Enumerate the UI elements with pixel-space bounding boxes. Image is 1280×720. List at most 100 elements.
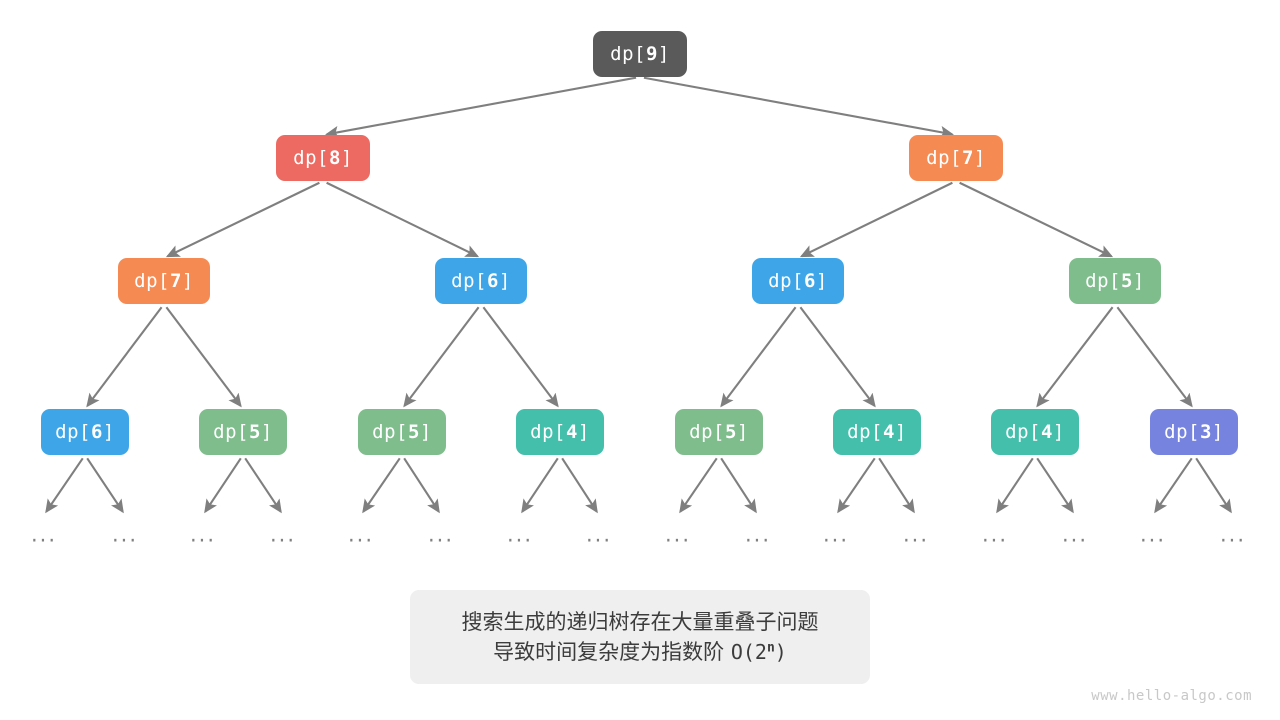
tree-edge — [799, 306, 876, 408]
node-label-index: 6 — [803, 270, 816, 292]
tree-edge — [1154, 457, 1193, 514]
ellipsis-marker: ... — [427, 522, 455, 547]
tree-node-dp4: dp[4] — [833, 409, 921, 455]
ellipsis-marker: ... — [269, 522, 297, 547]
tree-edge — [561, 457, 598, 514]
node-label-prefix: dp[ — [55, 421, 91, 443]
tree-edge — [799, 181, 953, 258]
node-label-suffix: ] — [498, 270, 511, 292]
node-label-prefix: dp[ — [451, 270, 487, 292]
node-label-suffix: ] — [1132, 270, 1145, 292]
ellipsis-marker: ... — [664, 522, 692, 547]
node-label-prefix: dp[ — [847, 421, 883, 443]
caption-line-1: 搜索生成的递归树存在大量重叠子问题 — [461, 609, 819, 634]
node-label-index: 7 — [169, 270, 182, 292]
tree-edges — [45, 76, 1232, 514]
node-label-suffix: ] — [1052, 421, 1065, 443]
node-label-index: 8 — [328, 147, 341, 169]
tree-edge — [325, 76, 637, 139]
ellipsis-marker: ... — [744, 522, 772, 547]
tree-edge — [959, 181, 1114, 258]
node-label-index: 5 — [407, 421, 420, 443]
tree-edge — [1195, 457, 1232, 514]
caption-line-2: 导致时间复杂度为指数阶 O(2n) — [493, 637, 787, 667]
node-label-index: 4 — [882, 421, 895, 443]
tree-node-dp5: dp[5] — [675, 409, 763, 455]
tree-node-dp8: dp[8] — [276, 135, 370, 181]
node-label-index: 6 — [486, 270, 499, 292]
tree-edge — [204, 457, 242, 514]
node-label-prefix: dp[ — [768, 270, 804, 292]
node-label-suffix: ] — [102, 421, 115, 443]
tree-node-dp3: dp[3] — [1150, 409, 1238, 455]
node-label-prefix: dp[ — [213, 421, 249, 443]
node-label-index: 5 — [248, 421, 261, 443]
node-label-prefix: dp[ — [926, 147, 962, 169]
tree-edge — [837, 457, 876, 514]
complexity-notation: O(2n) — [731, 640, 787, 664]
node-label-index: 6 — [90, 421, 103, 443]
node-label-prefix: dp[ — [530, 421, 566, 443]
ellipsis-marker: ... — [30, 522, 58, 547]
ellipsis-marker: ... — [822, 522, 850, 547]
ellipsis-marker: ... — [1061, 522, 1089, 547]
complexity-close: ) — [774, 640, 787, 664]
tree-node-dp6: dp[6] — [435, 258, 527, 304]
node-label-suffix: ] — [260, 421, 273, 443]
node-label-index: 4 — [565, 421, 578, 443]
tree-edge — [521, 457, 559, 514]
tree-edge — [1036, 457, 1074, 514]
node-label-prefix: dp[ — [1164, 421, 1200, 443]
tree-edge — [326, 181, 480, 258]
tree-node-dp7: dp[7] — [909, 135, 1003, 181]
ellipsis-marker: ... — [902, 522, 930, 547]
node-label-suffix: ] — [736, 421, 749, 443]
node-label-prefix: dp[ — [1005, 421, 1041, 443]
tree-edge — [165, 306, 242, 408]
ellipsis-marker: ... — [585, 522, 613, 547]
tree-edge — [45, 457, 84, 514]
node-label-index: 5 — [724, 421, 737, 443]
node-label-prefix: dp[ — [610, 43, 646, 65]
tree-edge — [362, 457, 401, 514]
tree-node-dp9: dp[9] — [593, 31, 687, 77]
tree-node-dp6: dp[6] — [752, 258, 844, 304]
node-label-suffix: ] — [577, 421, 590, 443]
node-label-prefix: dp[ — [293, 147, 329, 169]
ellipsis-marker: ... — [111, 522, 139, 547]
tree-node-dp7: dp[7] — [118, 258, 210, 304]
tree-edge — [403, 457, 440, 514]
node-label-suffix: ] — [1211, 421, 1224, 443]
node-label-index: 4 — [1040, 421, 1053, 443]
tree-edge — [720, 457, 757, 514]
tree-edge — [1116, 306, 1193, 408]
node-label-suffix: ] — [181, 270, 194, 292]
tree-node-dp5: dp[5] — [199, 409, 287, 455]
node-label-index: 3 — [1199, 421, 1212, 443]
tree-edge — [996, 457, 1034, 514]
tree-edge — [1036, 306, 1114, 408]
tree-edge — [643, 76, 954, 139]
ellipsis-marker: ... — [189, 522, 217, 547]
complexity-exponent: n — [766, 640, 775, 656]
node-label-suffix: ] — [657, 43, 670, 65]
ellipsis-marker: ... — [1139, 522, 1167, 547]
node-label-suffix: ] — [894, 421, 907, 443]
complexity-base: O(2 — [730, 640, 767, 664]
tree-node-dp5: dp[5] — [358, 409, 446, 455]
tree-edge — [86, 457, 124, 514]
caption-box: 搜索生成的递归树存在大量重叠子问题 导致时间复杂度为指数阶 O(2n) — [410, 590, 870, 684]
node-label-suffix: ] — [815, 270, 828, 292]
tree-edge — [165, 181, 320, 258]
tree-node-dp4: dp[4] — [516, 409, 604, 455]
node-label-index: 7 — [961, 147, 974, 169]
node-label-index: 9 — [645, 43, 658, 65]
node-label-index: 5 — [1120, 270, 1133, 292]
tree-edge — [403, 306, 480, 408]
tree-edge — [482, 306, 559, 408]
watermark: www.hello-algo.com — [1091, 688, 1252, 704]
tree-edge — [86, 306, 163, 408]
tree-node-dp5: dp[5] — [1069, 258, 1161, 304]
